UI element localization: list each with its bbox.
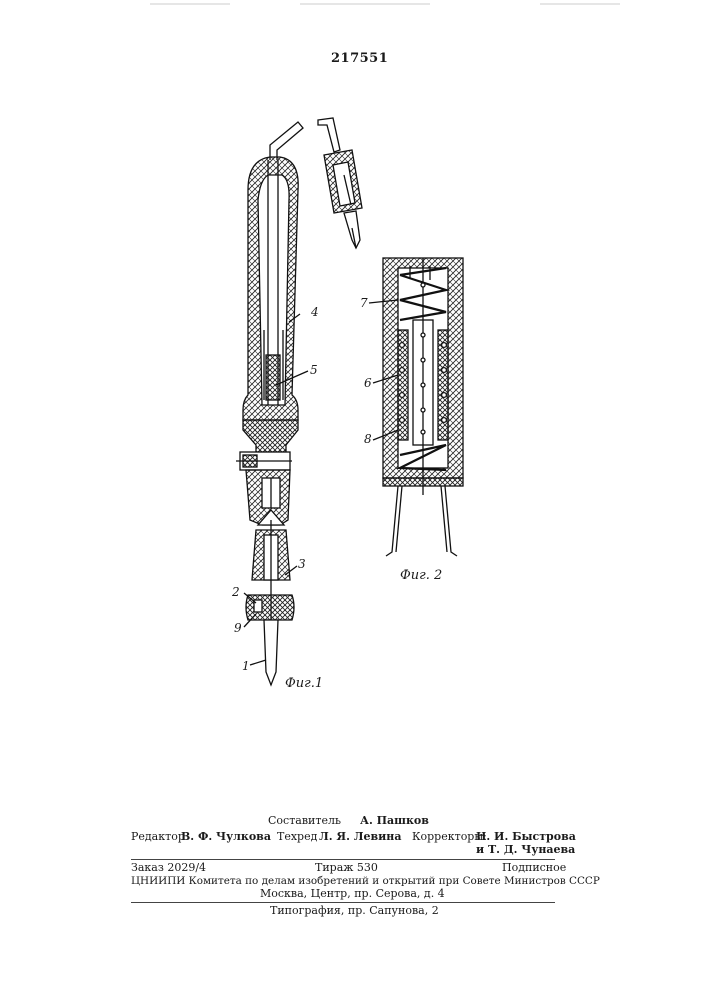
fig1-label-9: 9 (234, 622, 242, 634)
subscription: Подписное (502, 862, 566, 874)
fig1-drawing (236, 122, 308, 685)
footer-divider-bottom (131, 902, 555, 903)
corrector-name-1: Н. И. Быстрова (476, 831, 576, 843)
fig1-label-2: 2 (232, 586, 240, 598)
compiler-name: А. Пашков (360, 815, 429, 827)
fig1-label-3: 3 (298, 558, 306, 570)
editor-label: Редактор (131, 831, 185, 843)
fig2-caption: Фиг. 2 (400, 570, 442, 582)
fig2-label-6: 6 (364, 377, 372, 389)
fig1-connector-detail (318, 118, 362, 248)
circulation: Тираж 530 (315, 862, 378, 874)
fig2-label-7: 7 (360, 297, 368, 309)
fig1-label-4: 4 (311, 306, 319, 318)
editor-name: В. Ф. Чулкова (181, 831, 271, 843)
corrector-name-2: и Т. Д. Чунаева (476, 844, 575, 856)
organization-line: ЦНИИПИ Комитета по делам изобретений и о… (131, 875, 600, 887)
compiler-label: Составитель (268, 815, 341, 827)
organization-address: Москва, Центр, пр. Серова, д. 4 (260, 888, 445, 900)
fig1-caption: Фиг.1 (285, 678, 323, 690)
fig1-label-5: 5 (310, 364, 318, 376)
fig1-label-1: 1 (242, 660, 250, 672)
printing-house: Типография, пр. Сапунова, 2 (270, 905, 439, 917)
fig2-drawing (369, 258, 463, 556)
techred-name: Л. Я. Левина (319, 831, 401, 843)
techred-label: Техред (277, 831, 317, 843)
fig2-label-8: 8 (364, 433, 372, 445)
footer-divider-top (131, 859, 555, 860)
order-number: Заказ 2029/4 (131, 862, 206, 874)
